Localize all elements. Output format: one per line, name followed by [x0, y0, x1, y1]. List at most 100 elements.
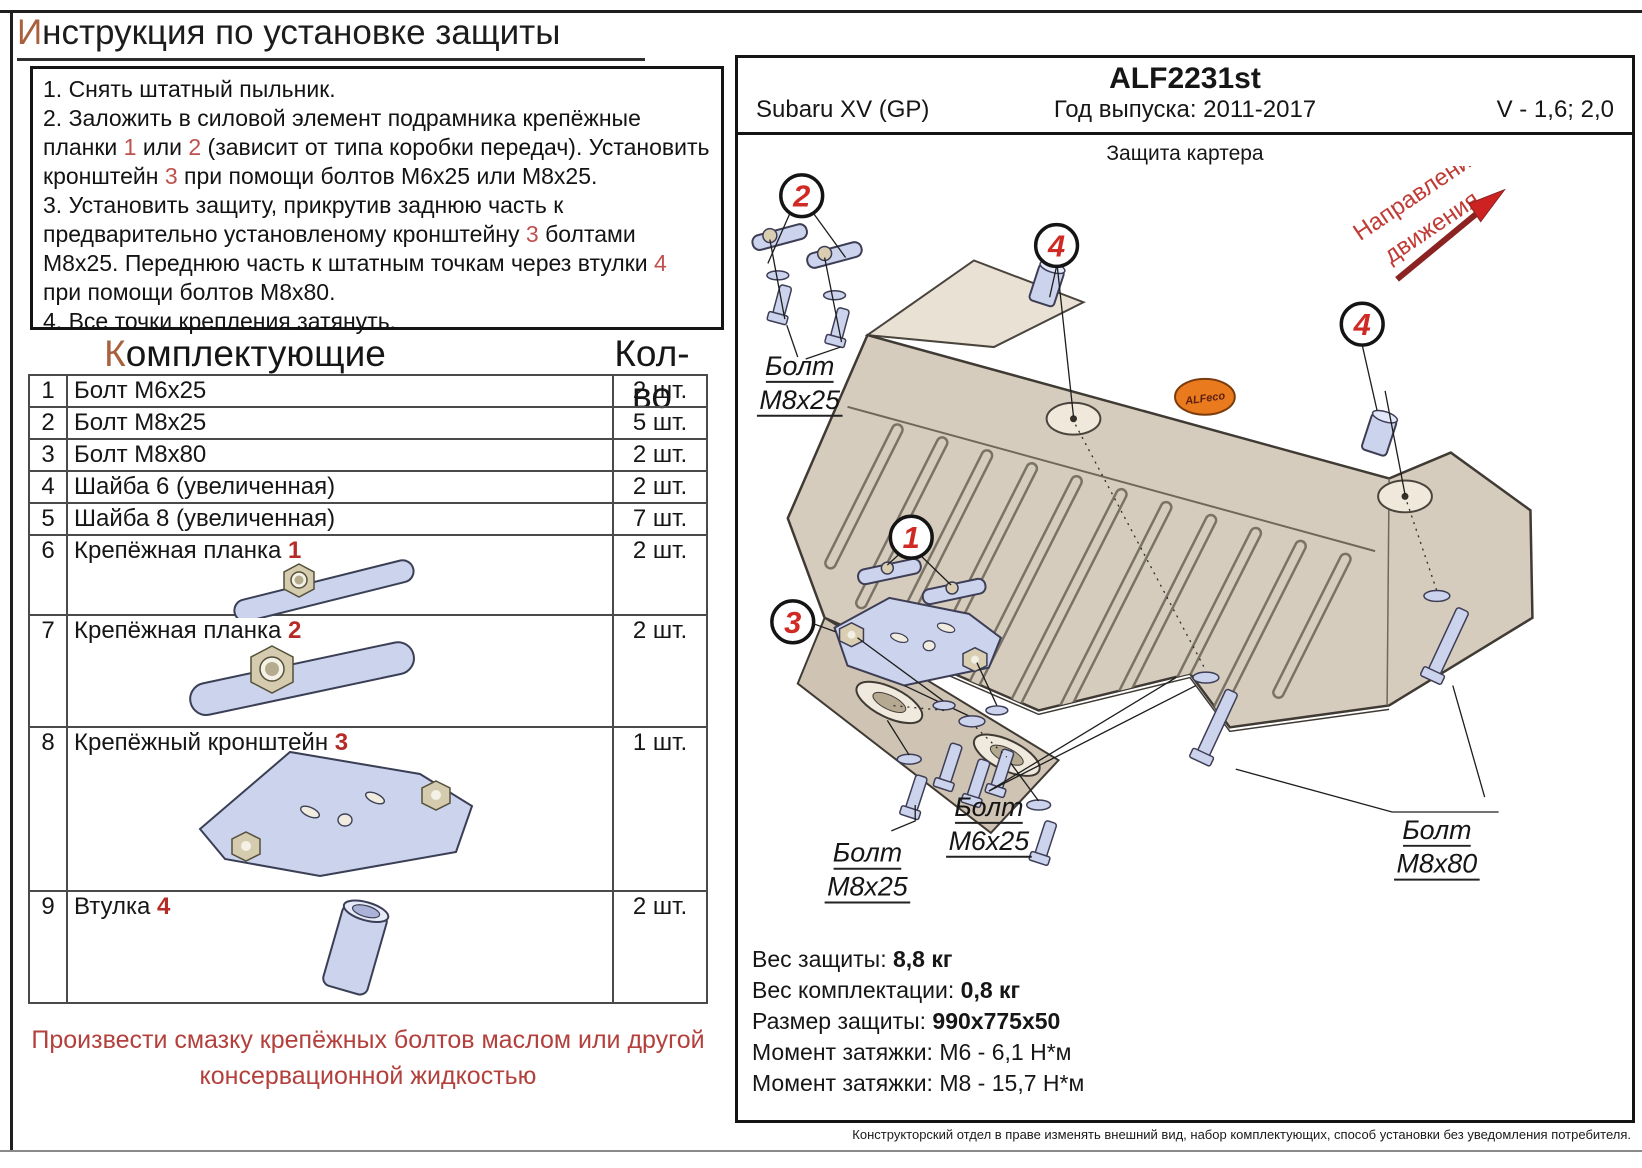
- direction-arrow: Направление движения: [1348, 166, 1507, 282]
- part-quantity: 2 шт.: [612, 614, 708, 728]
- label-bolt-m8x80: Болт М8х80: [1394, 815, 1480, 881]
- label-bolt-m8x25-bottom: Болт М8х25: [824, 804, 916, 904]
- part-index: 8: [28, 726, 68, 892]
- callout-2-number: 2: [792, 179, 810, 214]
- part-quantity: 7 шт.: [612, 502, 708, 536]
- part-index: 1: [28, 374, 68, 408]
- strap1-illustration: [203, 556, 443, 625]
- bracket-plate: [833, 596, 1003, 687]
- callout-2: 2: [767, 173, 847, 264]
- page-frame-left: [10, 10, 13, 1152]
- part-name-cell: Болт М8х25: [66, 406, 614, 440]
- part-name-cell: Крепёжная планка 1: [66, 534, 614, 623]
- instruction-list: 1. Снять штатный пыльник.2. Заложить в с…: [43, 75, 711, 336]
- bracket-illustration: [170, 734, 500, 891]
- part-index: 5: [28, 502, 68, 536]
- label-bolt-m8x25-top: Болт М8х25: [756, 351, 843, 417]
- part-name: Защита картера: [1106, 142, 1264, 165]
- bracket-assembly: [833, 557, 1015, 809]
- page-frame-top: [0, 10, 1642, 13]
- vehicle-model: Subaru XV (GP): [756, 96, 930, 123]
- specs-list: Вес защиты: 8,8 кг Вес комплектации: 0,8 …: [752, 944, 1084, 1099]
- instruction-line: 4. Все точки крепления затянуть.: [43, 308, 397, 334]
- callout-4-left-number: 4: [1047, 228, 1065, 263]
- label-bolt-m6x25: Болт М6х25: [946, 677, 1197, 858]
- part-index: 6: [28, 534, 68, 616]
- callout-4-right: 4: [1339, 301, 1385, 411]
- parts-header-name: Комплектующие: [30, 333, 460, 375]
- spec-line: Момент затяжки: М8 - 15,7 Н*м: [752, 1070, 1085, 1096]
- part-quantity: 2 шт.: [612, 470, 708, 504]
- callout-3: 3: [770, 599, 836, 645]
- svg-text:М8х25: М8х25: [827, 872, 908, 902]
- spec-line: Момент затяжки: М6 - 6,1 Н*м: [752, 1039, 1072, 1065]
- note-line1: Произвести смазку крепёжных болтов масло…: [31, 1026, 705, 1054]
- callout-1: 1: [886, 514, 952, 586]
- part-name-cell: Шайба 6 (увеличенная): [66, 470, 614, 504]
- part-name-cell: Болт М6х25: [66, 374, 614, 408]
- callout-3-number: 3: [784, 605, 801, 640]
- callout-4-left: 4: [1033, 222, 1080, 298]
- drawing-panel: ALF2231st Subaru XV (GP) Год выпуска: 20…: [735, 55, 1635, 1123]
- part-index: 9: [28, 890, 68, 1004]
- callout-1-number: 1: [903, 520, 920, 555]
- spec-line: Вес комплектации: 0,8 кг: [752, 977, 1021, 1003]
- panel-subheader: Subaru XV (GP) Год выпуска: 2011-2017 V …: [738, 96, 1632, 124]
- part-index: 2: [28, 406, 68, 440]
- part-quantity: 2 шт.: [612, 374, 708, 408]
- part-name-cell: Шайба 8 (увеличенная): [66, 502, 614, 536]
- mount-strap-assembly-right: [806, 241, 863, 349]
- exploded-view-drawing: Направление движения: [751, 166, 1534, 904]
- svg-text:М8х25: М8х25: [759, 385, 840, 415]
- bushing-holes: [1045, 401, 1433, 514]
- svg-text:Болт: Болт: [765, 351, 834, 381]
- vehicle-years: Год выпуска: 2011-2017: [1053, 96, 1317, 123]
- plate-top-flap: [864, 259, 1086, 349]
- title-rest: нструкция по установке защиты: [42, 13, 561, 52]
- panel-divider: [738, 132, 1632, 135]
- svg-text:Болт: Болт: [833, 838, 902, 868]
- bolt-m8x80-right: [1419, 589, 1469, 685]
- engine-variants: V - 1,6; 2,0: [1496, 96, 1614, 123]
- part-quantity: 1 шт.: [612, 726, 708, 892]
- spec-line: Вес защиты: 8,8 кг: [752, 946, 953, 972]
- bushing-front-right: [1361, 409, 1399, 457]
- part-name-cell: Крепёжный кронштейн 3: [66, 726, 614, 892]
- parts-header-rest: омплектующие: [125, 333, 386, 374]
- page-frame-bottom: [0, 1150, 1642, 1152]
- parts-header-first-letter: К: [104, 333, 126, 374]
- part-quantity: 2 шт.: [612, 890, 708, 1004]
- part-name-cell: Крепёжная планка 2: [66, 614, 614, 728]
- part-index: 7: [28, 614, 68, 728]
- instruction-line: 1. Снять штатный пыльник.: [43, 76, 336, 102]
- disclaimer-text: Конструкторский отдел в праве изменять в…: [852, 1127, 1631, 1142]
- part-name-cell: Болт М8х80: [66, 438, 614, 472]
- svg-text:М8х80: М8х80: [1397, 849, 1478, 879]
- part-code: ALF2231st: [1109, 62, 1261, 95]
- note-line2: консервационной жидкостью: [199, 1062, 537, 1090]
- part-name-cell: Втулка 4: [66, 890, 614, 1004]
- brand-logo: ALFeco: [1174, 377, 1236, 416]
- callout-4-right-number: 4: [1353, 307, 1371, 342]
- part-index: 3: [28, 438, 68, 472]
- svg-text:М6х25: М6х25: [949, 826, 1030, 856]
- part-quantity: 5 шт.: [612, 406, 708, 440]
- title-first-letter: И: [17, 13, 43, 52]
- strap2-illustration: [160, 630, 450, 733]
- svg-text:Болт: Болт: [954, 792, 1023, 822]
- svg-text:Болт: Болт: [1402, 815, 1471, 845]
- bolt-m6x25-bottom: [1010, 762, 1058, 867]
- part-quantity: 2 шт.: [612, 534, 708, 616]
- logo-text: ALFeco: [1184, 390, 1227, 408]
